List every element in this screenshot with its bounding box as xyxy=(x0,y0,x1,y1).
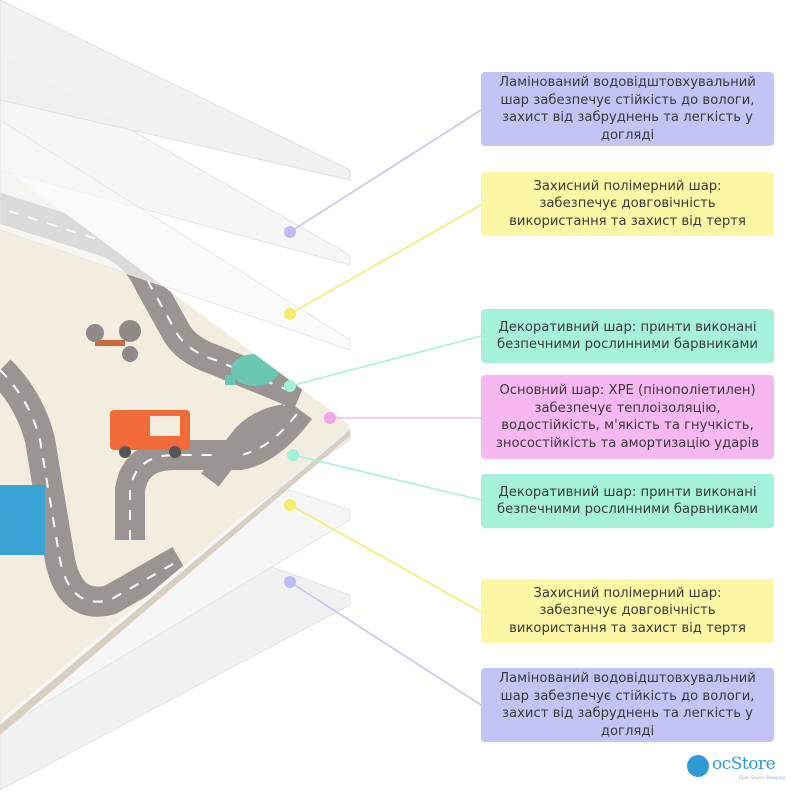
label-protective-top: Захисний полімерний шар: забезпечує довг… xyxy=(481,172,774,236)
label-line: Захисний полімерний шар: xyxy=(533,178,722,194)
connector-line xyxy=(289,335,482,387)
label-line: шар забезпечує стійкість до вологи, xyxy=(500,92,755,108)
road xyxy=(0,369,181,603)
store-logo[interactable]: ocStore Open Source Shopping xyxy=(687,752,787,782)
sheet-decorative-top xyxy=(0,119,351,351)
road xyxy=(129,409,301,540)
road xyxy=(0,204,301,396)
tree-icon xyxy=(86,320,141,362)
label-line: забезпечує довговічність xyxy=(539,603,716,619)
label-line: Декоративний шар: принти виконані xyxy=(498,484,757,500)
label-line: забезпечує довговічність xyxy=(539,196,716,212)
connector-dot xyxy=(284,576,296,588)
connectors xyxy=(289,109,482,706)
sheet-laminated-top xyxy=(0,0,351,181)
label-line: безпечними рослинними барвниками xyxy=(496,502,759,517)
water-block xyxy=(0,485,45,555)
label-decorative-top: Декоративний шар: принти виконані безпеч… xyxy=(481,309,774,363)
label-line: безпечними рослинними барвниками xyxy=(496,337,759,352)
connector-line xyxy=(289,504,482,613)
label-line: водостійкість, м'якість та гнучкість, xyxy=(501,418,754,433)
label-core: Основний шар: XPE (пінополіетилен) забез… xyxy=(481,375,774,459)
road xyxy=(201,404,288,487)
logo-subtitle: Open Source Shopping xyxy=(739,775,785,780)
label-line: використання та захист від тертя xyxy=(509,620,746,636)
label-line: Ламінований водовідштовхувальний xyxy=(499,671,756,686)
label-decorative-bottom: Декоративний шар: принти виконані безпеч… xyxy=(481,474,774,528)
label-line: Захисний полімерний шар: xyxy=(533,585,722,601)
label-laminated-top: Ламінований водовідштовхувальний шар заб… xyxy=(481,72,774,146)
label-line: догляді xyxy=(600,723,655,739)
label-line: Ламінований водовідштовхувальний xyxy=(499,75,756,90)
label-line: використання та захист від тертя xyxy=(509,213,746,229)
label-line: захист від забруднень та легкість у xyxy=(502,706,753,721)
logo-text: ocStore xyxy=(712,754,776,774)
cart-icon xyxy=(687,755,709,777)
label-line: догляді xyxy=(600,127,655,143)
connector-dot xyxy=(324,412,336,424)
mat-edge xyxy=(0,430,350,735)
connector-dot xyxy=(287,449,299,461)
connector-line xyxy=(289,581,482,706)
top-sheets xyxy=(0,0,351,351)
label-line: захист від забруднень та легкість у xyxy=(502,110,753,125)
core-mat xyxy=(0,165,350,735)
connector-dots xyxy=(284,226,336,588)
connector-dot xyxy=(284,499,296,511)
label-line: Декоративний шар: принти виконані xyxy=(498,319,757,335)
label-line: забезпечує теплоізоляцію, xyxy=(534,400,721,416)
connector-line xyxy=(289,109,482,233)
label-line: Основний шар: XPE (пінополіетилен) xyxy=(499,383,756,398)
connector-dot xyxy=(284,380,296,392)
connector-line xyxy=(289,204,482,315)
label-line: зносостійкість та амортизацію ударів xyxy=(495,435,760,451)
connector-dot xyxy=(284,308,296,320)
label-line: шар забезпечує стійкість до вологи, xyxy=(500,688,755,704)
car-icon xyxy=(110,410,190,458)
connector-line xyxy=(292,454,482,501)
connector-dot xyxy=(284,226,296,238)
label-laminated-bottom: Ламінований водовідштовхувальний шар заб… xyxy=(481,668,774,742)
label-protective-bottom: Захисний полімерний шар: забезпечує довг… xyxy=(481,579,774,643)
